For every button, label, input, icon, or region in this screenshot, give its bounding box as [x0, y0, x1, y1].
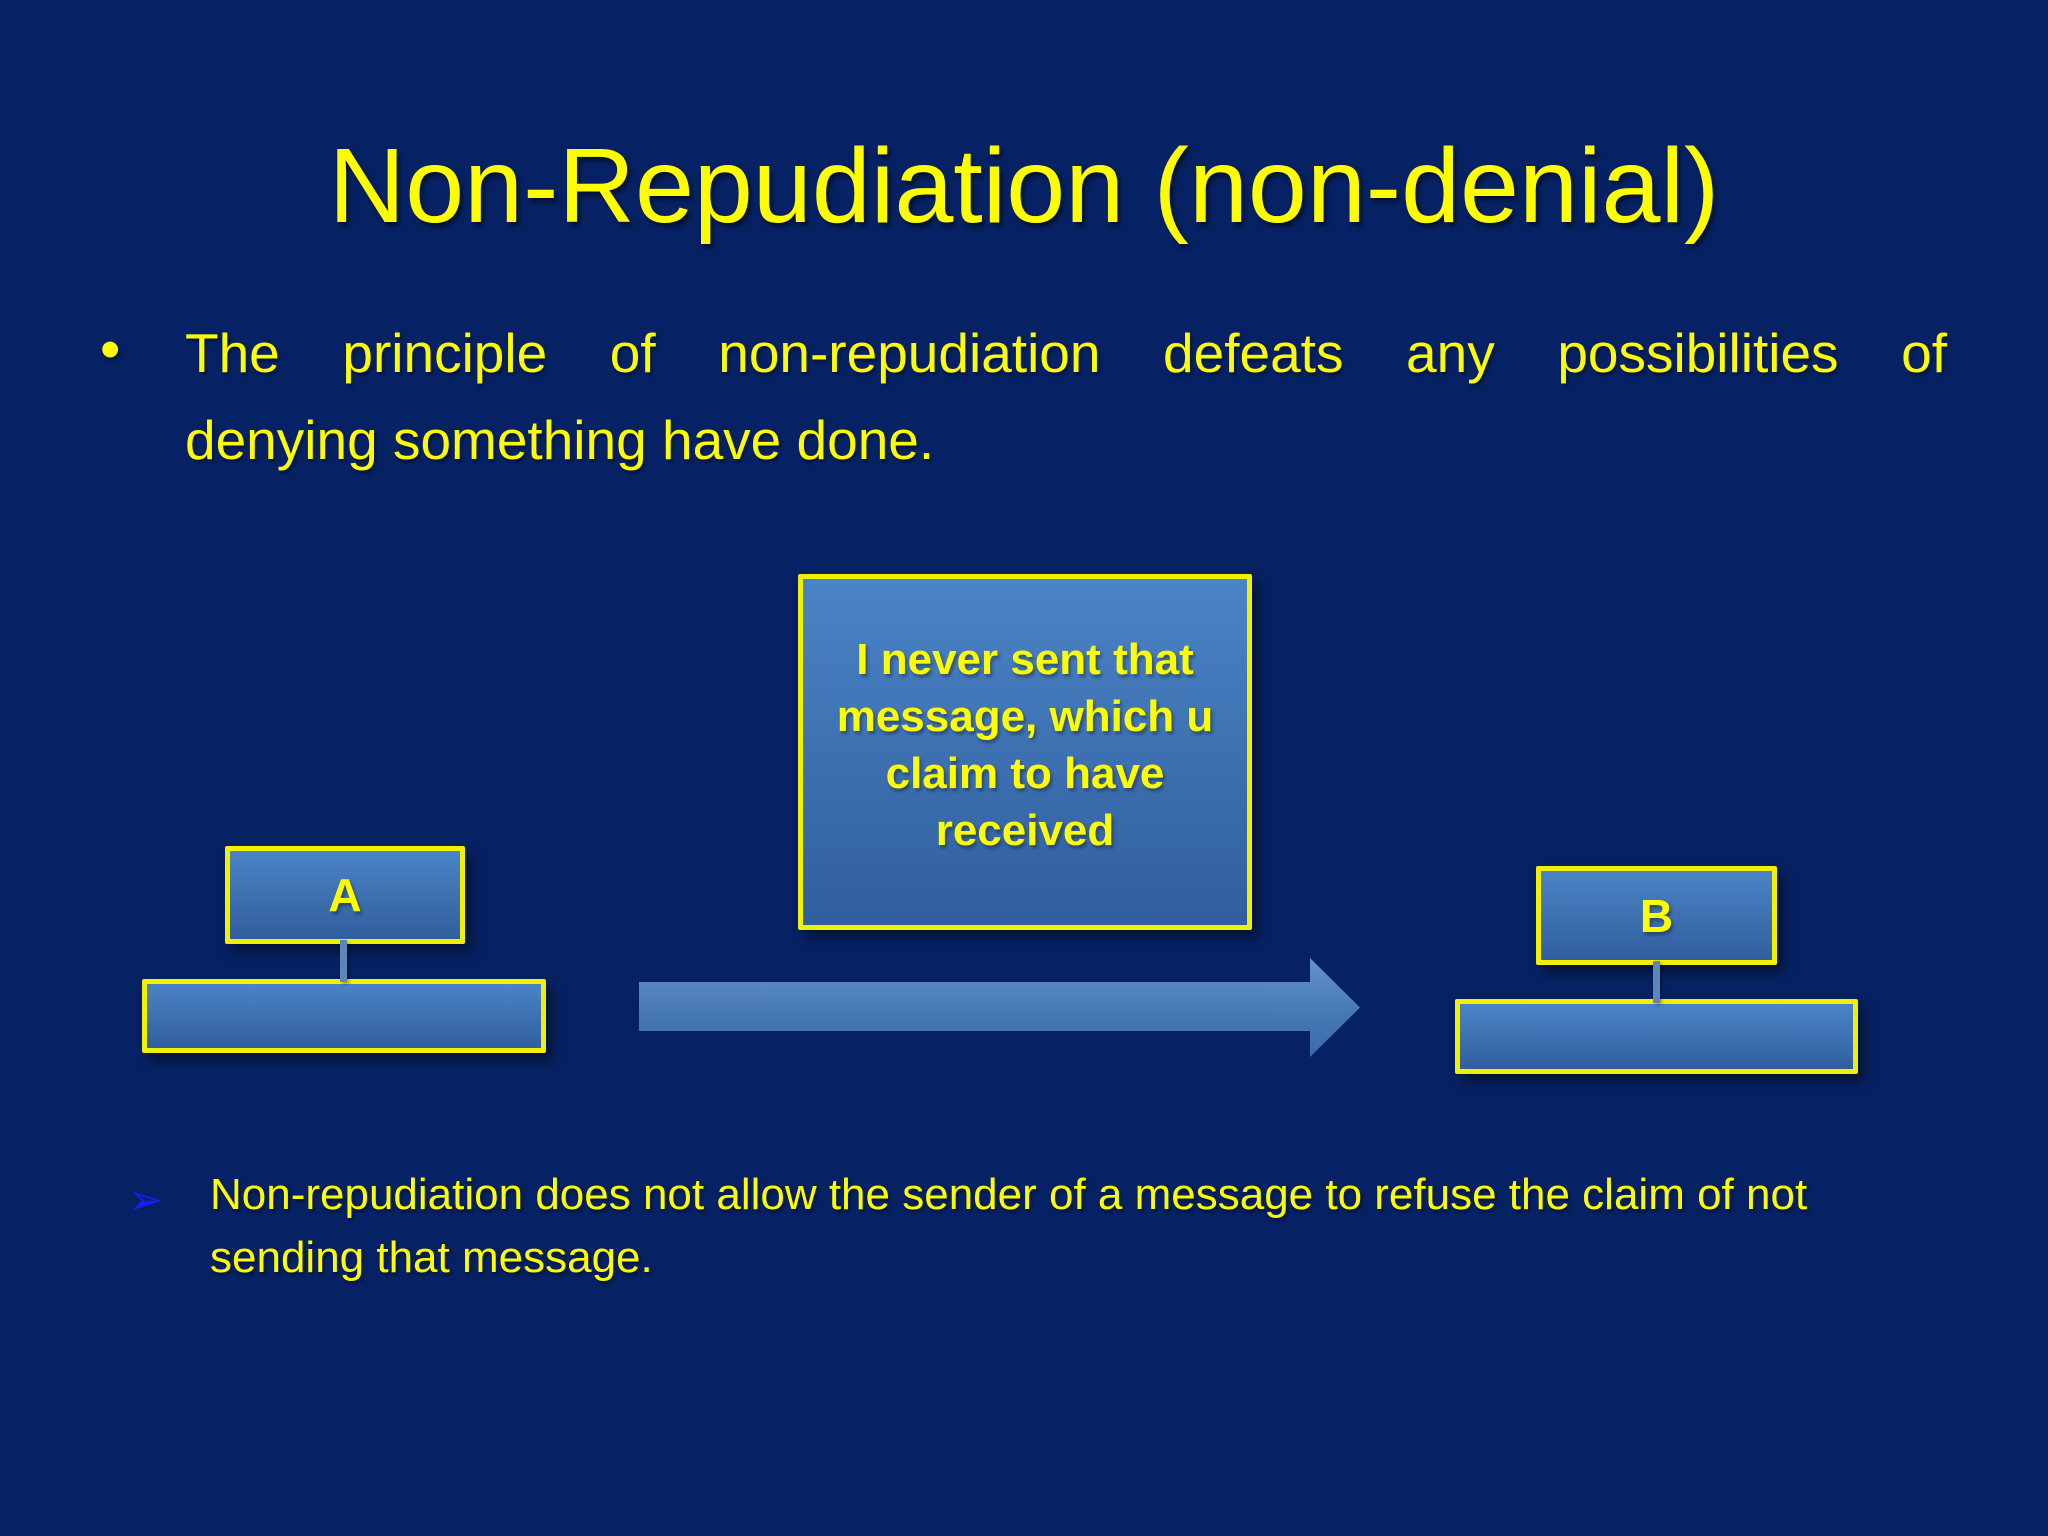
claim-line-2: message, which u — [836, 692, 1214, 741]
intro-line-1: The principle of non-repudiation defeats… — [185, 322, 1947, 384]
intro-line-2: denying something have done. — [185, 409, 935, 471]
bullet-dot-icon: • — [100, 317, 121, 382]
sender-base-box — [142, 979, 546, 1053]
claim-line-1: I never sent that — [856, 635, 1194, 684]
sender-connector-line — [340, 940, 347, 982]
receiver-base-box — [1455, 999, 1858, 1074]
claim-line-4: received — [935, 806, 1115, 855]
sender-node-label: A — [328, 869, 362, 921]
intro-paragraph: The principle of non-repudiation defeats… — [185, 310, 1947, 484]
arrow-bullet-icon: ➢ — [128, 1176, 164, 1223]
receiver-node-label: B — [1639, 889, 1674, 942]
message-flow-arrow-icon — [639, 958, 1360, 1057]
claim-line-3: claim to have — [885, 749, 1165, 798]
claim-speech-box: I never sent that message, which u claim… — [798, 574, 1252, 930]
page-title: Non-Repudiation (non-denial) — [328, 127, 1720, 245]
note-paragraph: Non-repudiation does not allow the sende… — [210, 1163, 1807, 1289]
note-line-1: Non-repudiation does not allow the sende… — [210, 1170, 1808, 1219]
receiver-node-box: B — [1536, 866, 1777, 965]
receiver-connector-line — [1653, 961, 1660, 1003]
note-line-2: sending that message. — [210, 1233, 653, 1282]
sender-node-box: A — [225, 846, 465, 944]
